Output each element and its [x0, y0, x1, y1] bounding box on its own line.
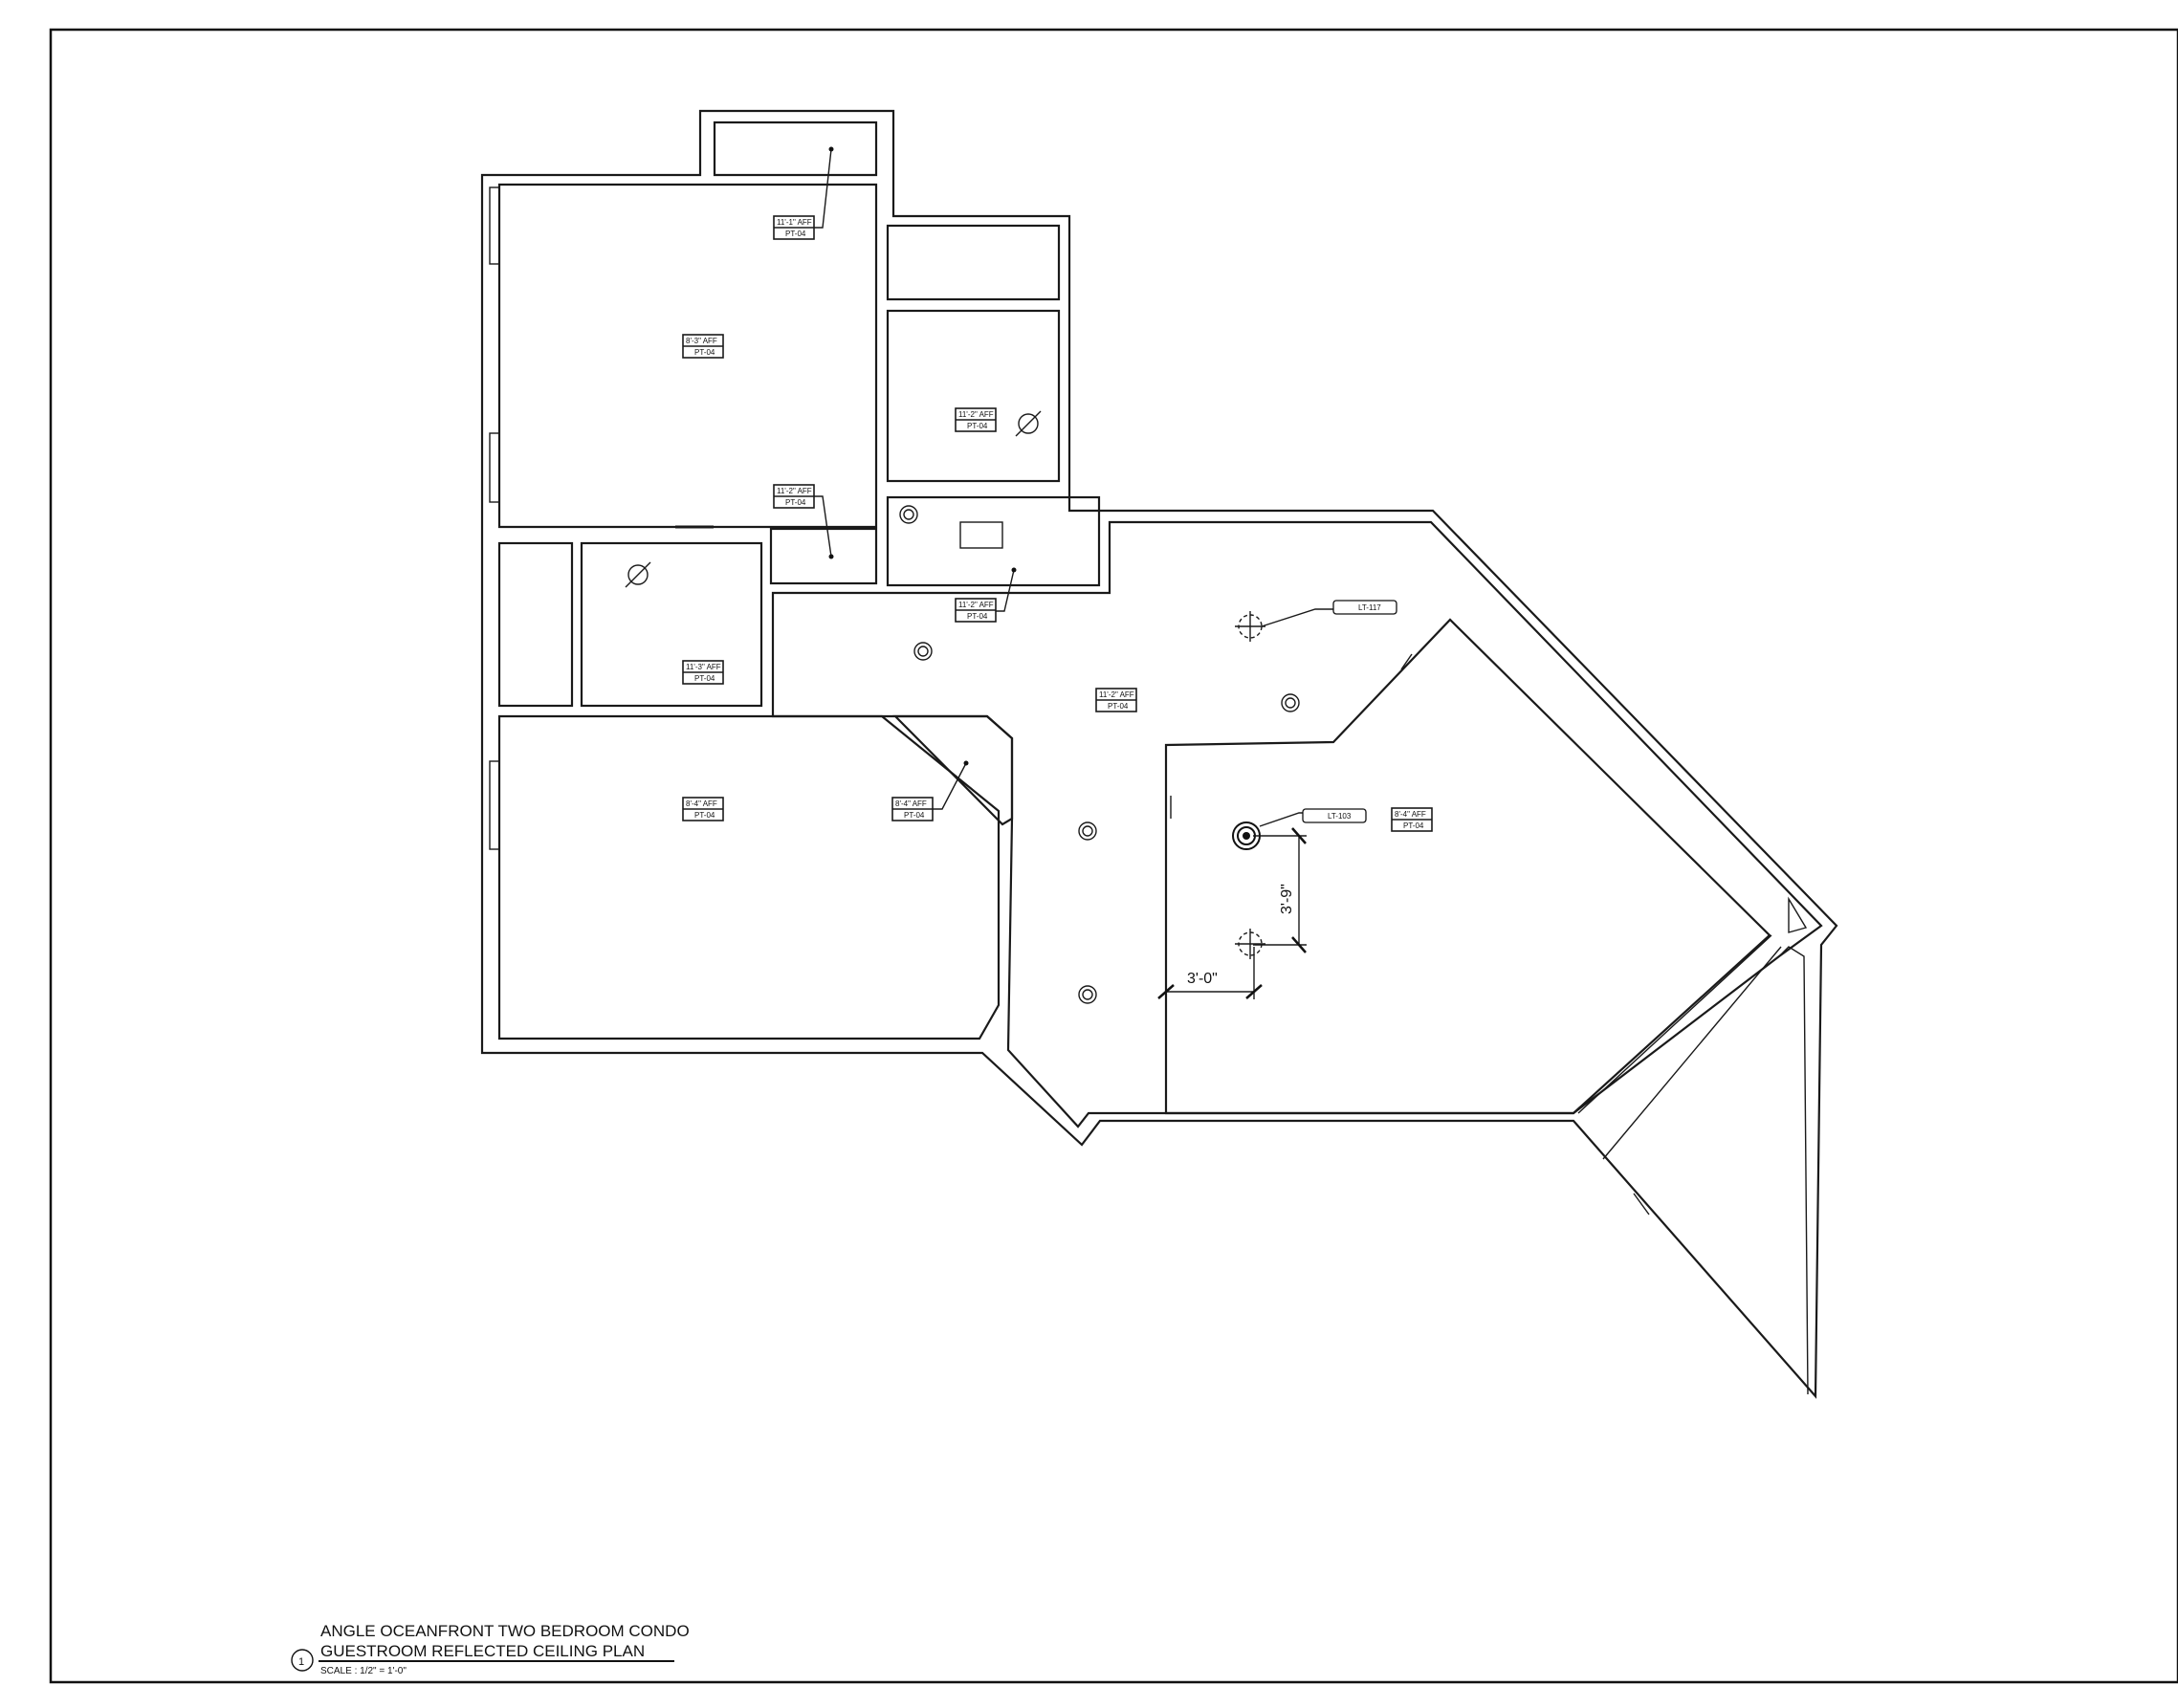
tag-finish: PT-04 [785, 230, 806, 238]
tag-height: 11'-2" AFF [958, 601, 994, 609]
fixture-tag-lt103: LT-103 [1302, 808, 1367, 823]
sheet-border [49, 28, 2178, 1684]
ceiling-tag: 8'-4" AFF PT-04 [682, 797, 724, 821]
dimension-horizontal: 3'-0" [1157, 947, 1263, 999]
dimension-text: 3'-9" [1279, 884, 1295, 914]
pendant-light-icon [1235, 608, 1333, 642]
tag-height: 11'-3" AFF [686, 663, 721, 671]
ceiling-tag: 11'-2" AFF PT-04 [773, 484, 815, 509]
ceiling-tag: 11'-1" AFF PT-04 [773, 215, 815, 240]
vanity-box [959, 521, 1003, 549]
tag-finish: PT-04 [967, 422, 988, 430]
bath-2 [580, 541, 763, 708]
ceiling-tag: 11'-2" AFF PT-04 [955, 407, 997, 432]
exhaust-fan-icon [1015, 410, 1042, 437]
closet-1 [886, 224, 1061, 301]
downlight-icon [899, 505, 918, 524]
ceiling-tag: 11'-2" AFF PT-04 [1095, 688, 1137, 712]
bedroom-1-wall [497, 183, 878, 529]
tag-height: 11'-2" AFF [777, 487, 812, 495]
tag-finish: PT-04 [694, 674, 715, 683]
leader-dots [828, 146, 1017, 766]
tag-finish: PT-04 [967, 612, 988, 621]
tag-finish: PT-04 [694, 811, 715, 820]
ceiling-tag: 8'-4" AFF PT-04 [891, 797, 934, 821]
floor-plan [480, 109, 1838, 1399]
tag-height: 8'-4" AFF [1395, 810, 1426, 819]
bath-1 [886, 309, 1061, 483]
downlight-icon [913, 642, 933, 661]
ceiling-tag: 8'-4" AFF PT-04 [1391, 807, 1433, 832]
detail-number: 1 [298, 1656, 304, 1668]
downlight-icon [1078, 821, 1097, 841]
title-block: ANGLE OCEANFRONT TWO BEDROOM CONDO GUEST… [291, 1622, 690, 1676]
balcony-slab [1577, 934, 1809, 1395]
ceiling-tag: 11'-2" AFF PT-04 [955, 598, 997, 623]
tag-height: 8'-4" AFF [686, 799, 717, 808]
project-title: ANGLE OCEANFRONT TWO BEDROOM CONDO [320, 1622, 690, 1640]
leader-lines [814, 148, 1015, 810]
tag-height: 8'-3" AFF [686, 337, 717, 345]
tag-height: 11'-2" AFF [1099, 690, 1134, 699]
fixture-tag-label: LT-117 [1358, 603, 1381, 612]
balcony-niche [713, 120, 878, 177]
dimension-text: 3'-0" [1187, 971, 1218, 987]
ceiling-tag: 8'-3" AFF PT-04 [682, 334, 724, 359]
tag-finish: PT-04 [1403, 821, 1424, 830]
living-area-outline [771, 520, 1823, 1128]
exterior-wall-outline [480, 109, 1838, 1399]
dimension-vertical: 3'-9" [1253, 827, 1307, 953]
closet-2 [886, 495, 1101, 587]
downlight-fixtures [899, 505, 1300, 1004]
ceiling-tag: 11'-3" AFF PT-04 [682, 660, 724, 685]
pendant-light-icon [1235, 929, 1265, 959]
downlight-icon [1281, 693, 1300, 712]
exhaust-fan-icon [625, 561, 651, 588]
living-room-wall [1164, 618, 1771, 1115]
tag-finish: PT-04 [904, 811, 925, 820]
bedroom-2-wall [497, 714, 1001, 1040]
wardrobe-left [497, 541, 574, 708]
tag-finish: PT-04 [694, 348, 715, 357]
closet-3 [769, 527, 878, 585]
fixture-tag-label: LT-103 [1328, 812, 1352, 821]
scale-note: SCALE : 1/2" = 1'-0" [320, 1666, 407, 1676]
tag-finish: PT-04 [1108, 702, 1129, 711]
chandelier-icon [1232, 812, 1303, 850]
detail-bubble [291, 1649, 314, 1672]
tag-height: 11'-1" AFF [777, 218, 812, 227]
tag-height: 8'-4" AFF [895, 799, 927, 808]
downlight-icon [1078, 985, 1097, 1004]
sheet-title: GUESTROOM REFLECTED CEILING PLAN [320, 1642, 645, 1660]
tag-finish: PT-04 [785, 498, 806, 507]
balcony-triangle [1788, 896, 1808, 933]
fixture-tag-lt117: LT-117 [1332, 600, 1397, 615]
tag-height: 11'-2" AFF [958, 410, 994, 419]
window-marks [489, 186, 1650, 1215]
